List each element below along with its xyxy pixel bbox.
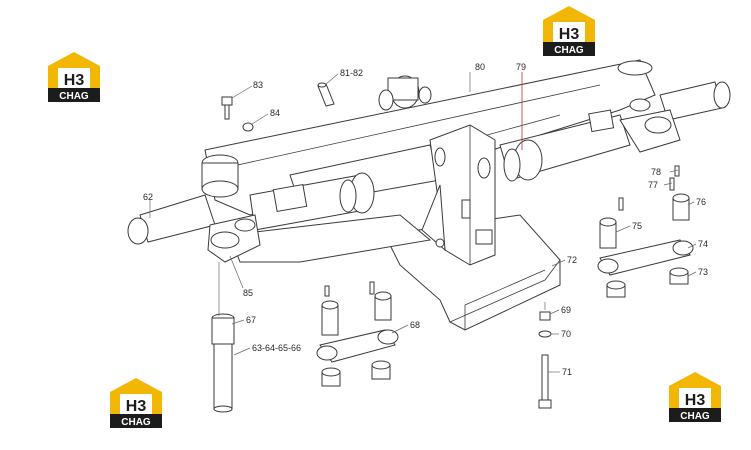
logo-top-left: H3 CHAG bbox=[48, 52, 100, 102]
base-frame-part-72 bbox=[229, 214, 561, 331]
callout-73: 73 bbox=[698, 267, 708, 277]
logo-word: CHAG bbox=[121, 417, 151, 428]
arm-part-74 bbox=[597, 239, 694, 276]
callout-74: 74 bbox=[698, 239, 708, 249]
callout-85: 85 bbox=[243, 288, 253, 298]
logo-mark: H3 bbox=[559, 26, 580, 43]
callout-67: 67 bbox=[246, 315, 256, 325]
shaft-part-67 bbox=[211, 262, 235, 413]
logo-mark: H3 bbox=[685, 392, 706, 409]
center-bracket bbox=[421, 124, 496, 266]
bushing-part-76 bbox=[672, 193, 690, 221]
logo-mark: H3 bbox=[64, 72, 85, 89]
cylinder-left bbox=[249, 172, 375, 231]
callout-83: 83 bbox=[253, 80, 263, 90]
logo-bottom-left: H3 CHAG bbox=[110, 378, 162, 428]
callout-72: 72 bbox=[567, 255, 577, 265]
right-knuckle bbox=[617, 60, 731, 153]
callout-63-66: 63-64-65-66 bbox=[252, 343, 301, 353]
nut-part-69 bbox=[539, 311, 551, 321]
callout-81-82: 81-82 bbox=[340, 68, 363, 78]
callout-76: 76 bbox=[696, 197, 706, 207]
logo-word: CHAG bbox=[680, 411, 710, 422]
callout-71: 71 bbox=[562, 367, 572, 377]
cylinder-right-part-79 bbox=[499, 109, 631, 182]
callout-80: 80 bbox=[475, 62, 485, 72]
arm-part-68 bbox=[316, 281, 399, 387]
callout-62: 62 bbox=[143, 192, 153, 202]
callout-68: 68 bbox=[410, 320, 420, 330]
bolt-part-83 bbox=[221, 96, 233, 120]
bolt-part-78 bbox=[674, 165, 680, 177]
left-knuckle bbox=[127, 154, 261, 263]
callout-69: 69 bbox=[561, 305, 571, 315]
callout-84: 84 bbox=[270, 108, 280, 118]
leader-lines bbox=[149, 72, 697, 373]
bolt-part-77 bbox=[669, 177, 675, 191]
callout-79: 79 bbox=[516, 62, 526, 72]
callout-labels: 80 79 83 84 81-82 62 78 77 76 75 74 73 7… bbox=[143, 62, 708, 377]
logo-word: CHAG bbox=[59, 91, 89, 102]
callout-77: 77 bbox=[648, 180, 658, 190]
callout-78: 78 bbox=[651, 167, 661, 177]
bushing-part-75 bbox=[599, 197, 624, 249]
logo-top-center: H3 CHAG bbox=[543, 6, 595, 56]
pin-part-81-82 bbox=[317, 82, 335, 107]
callout-75: 75 bbox=[632, 221, 642, 231]
callout-70: 70 bbox=[561, 329, 571, 339]
logo-mark: H3 bbox=[126, 398, 147, 415]
bushing-part-73 bbox=[606, 267, 689, 298]
logo-bottom-right: H3 CHAG bbox=[669, 372, 721, 422]
logo-word: CHAG bbox=[554, 45, 584, 56]
top-pump-assembly bbox=[378, 75, 432, 111]
bolt-part-71 bbox=[538, 302, 552, 409]
washer-part-84 bbox=[242, 122, 254, 132]
washer-part-70 bbox=[538, 330, 552, 338]
